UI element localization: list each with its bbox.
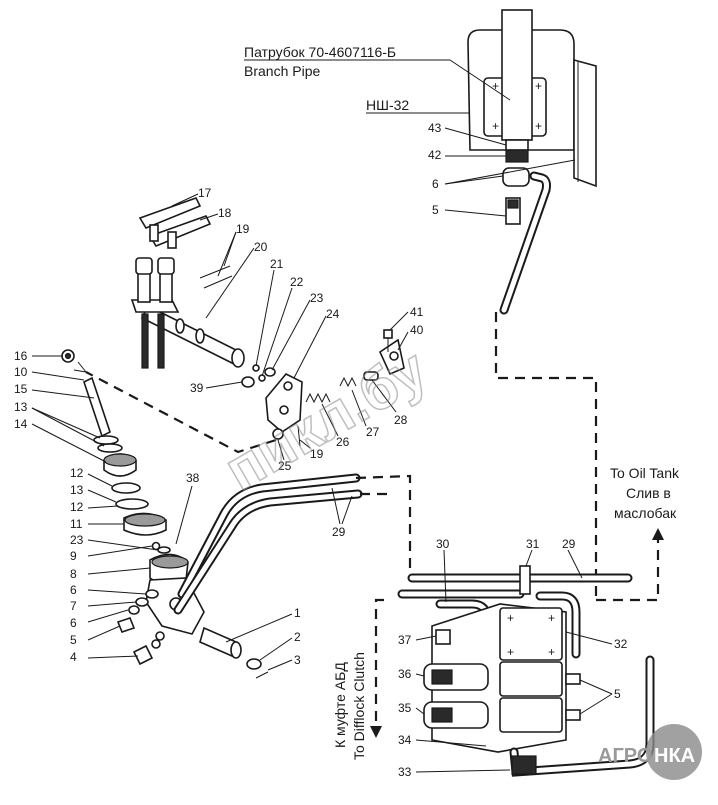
- clutch-label: К муфте АБД To Difflock Clutch: [332, 652, 367, 760]
- callout-34: 34: [398, 733, 412, 747]
- svg-text:+: +: [535, 79, 542, 93]
- clutch-arrow: [370, 726, 382, 738]
- oil-tank-label-ru-2: маслобак: [614, 505, 677, 521]
- callout-23-bottom: 23: [70, 533, 84, 547]
- callout-24: 24: [326, 307, 340, 321]
- callout-7: 7: [70, 599, 77, 613]
- callout-43: 43: [428, 121, 442, 135]
- callout-32: 32: [614, 637, 628, 651]
- callout-18: 18: [218, 206, 232, 220]
- callout-30: 30: [436, 537, 450, 551]
- linkage-callouts: 17 18 19 20 21 22 23 24 39 25 19 26 27 2…: [171, 186, 424, 473]
- callout-35: 35: [398, 701, 412, 715]
- callout-19-top: 19: [236, 222, 250, 236]
- branch-pipe-label-ru: Патрубок 70-4607116-Б: [244, 44, 396, 60]
- pump-assembly: + + + +: [467, 9, 597, 315]
- svg-text:+: +: [535, 119, 542, 133]
- callout-20: 20: [254, 240, 268, 254]
- pump-return-line: [494, 312, 598, 600]
- callout-28: 28: [394, 413, 408, 427]
- callout-5-left: 5: [70, 633, 77, 647]
- callout-10: 10: [14, 365, 28, 379]
- oil-tank-label-ru-1: Слив в: [626, 485, 671, 501]
- pipes-29-38: 29: [173, 473, 412, 615]
- callout-4: 4: [70, 650, 77, 664]
- valve-block: + + + +: [397, 565, 655, 777]
- callout-8: 8: [70, 567, 77, 581]
- logo-left-text: АГРО: [598, 745, 652, 767]
- oil-tank-label-en: To Oil Tank: [610, 465, 680, 481]
- callout-27: 27: [366, 425, 380, 439]
- callout-29-right: 29: [562, 537, 576, 551]
- callout-13-top: 13: [14, 400, 28, 414]
- callout-33: 33: [398, 765, 412, 779]
- callout-39: 39: [190, 381, 204, 395]
- clutch-label-en: To Difflock Clutch: [351, 652, 367, 760]
- valve-callouts: 16 10 15 13 14 12 13 12 11 23 9 8 6 7 6 …: [14, 349, 301, 671]
- callout-15: 15: [14, 382, 28, 396]
- callout-5-top: 5: [432, 203, 439, 217]
- callout-5-right: 5: [614, 687, 621, 701]
- svg-text:+: +: [492, 79, 499, 93]
- callout-31: 31: [526, 537, 540, 551]
- callout-41: 41: [410, 305, 424, 319]
- callout-36: 36: [398, 667, 412, 681]
- callout-11: 11: [70, 517, 83, 531]
- callout-6-left-lower: 6: [70, 616, 77, 630]
- callout-37: 37: [398, 633, 412, 647]
- oil-tank-line: [596, 538, 660, 602]
- callout-26: 26: [336, 435, 350, 449]
- branch-pipe-label: Патрубок 70-4607116-Б Branch Pipe: [244, 44, 511, 101]
- callout-38: 38: [186, 471, 200, 485]
- callout-1: 1: [294, 606, 301, 620]
- linkage-arrow: [73, 361, 87, 373]
- callout-9: 9: [70, 549, 77, 563]
- agronka-logo: АГРО НКА: [598, 724, 702, 780]
- svg-text:+: +: [492, 119, 499, 133]
- oil-tank-arrow: [652, 528, 664, 540]
- pump-label: НШ-32: [366, 97, 470, 114]
- callout-2: 2: [294, 630, 301, 644]
- block-callouts: 30 31 29 32 37 36 35 34 33 5: [398, 537, 628, 779]
- callout-29-left: 29: [332, 525, 346, 539]
- clutch-line: [374, 598, 384, 728]
- callout-13-mid: 13: [70, 483, 84, 497]
- callout-6-top: 6: [432, 177, 439, 191]
- callout-21: 21: [270, 257, 284, 271]
- callout-14: 14: [14, 417, 28, 431]
- callout-42: 42: [428, 148, 442, 162]
- clutch-label-ru: К муфте АБД: [332, 662, 348, 748]
- callout-23-top: 23: [310, 291, 324, 305]
- logo-right-text: НКА: [654, 745, 695, 767]
- svg-text:+: +: [548, 645, 555, 659]
- oil-tank-label: To Oil Tank Слив в маслобак: [610, 465, 680, 521]
- callout-19-bottom: 19: [310, 447, 324, 461]
- callout-3: 3: [294, 653, 301, 667]
- control-linkage: [130, 197, 405, 447]
- linkage-line: [85, 371, 277, 454]
- callout-16: 16: [14, 349, 28, 363]
- svg-text:+: +: [507, 611, 514, 625]
- callout-17: 17: [198, 186, 212, 200]
- callout-22: 22: [290, 275, 304, 289]
- svg-text:+: +: [507, 645, 514, 659]
- pump-callouts: 43 42 6 5: [428, 121, 576, 217]
- svg-text:+: +: [548, 611, 555, 625]
- callout-12-mid: 12: [70, 500, 84, 514]
- pump-label-text: НШ-32: [366, 97, 409, 113]
- callout-6-left: 6: [70, 583, 77, 597]
- branch-pipe-label-en: Branch Pipe: [244, 63, 320, 79]
- callout-40: 40: [410, 323, 424, 337]
- callout-25: 25: [278, 459, 292, 473]
- callout-12-top: 12: [70, 466, 84, 480]
